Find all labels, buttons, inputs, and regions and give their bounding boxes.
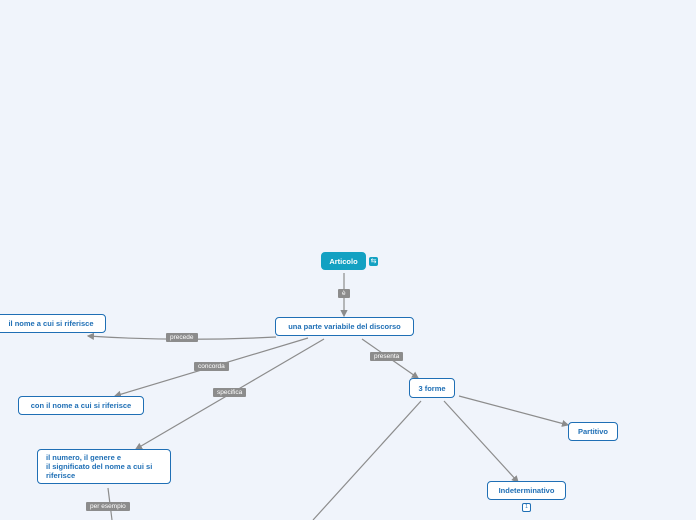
- node-parte-variabile[interactable]: una parte variabile del discorso: [275, 317, 414, 336]
- node-articolo-label: Articolo: [329, 256, 358, 266]
- node-parte-variabile-label: una parte variabile del discorso: [288, 322, 401, 331]
- node-partitivo[interactable]: Partitivo: [568, 422, 618, 441]
- node-numero-genere[interactable]: il numero, il genere e il significato de…: [37, 449, 171, 484]
- edge-label-precede: precede: [166, 333, 198, 342]
- node-tre-forme-label: 3 forme: [418, 383, 446, 393]
- collapse-badge-icon[interactable]: 1: [522, 503, 531, 512]
- node-nome-riferisce-label: il nome a cui si riferisce: [8, 319, 94, 328]
- edge-label-per-esempio: per esempio: [86, 502, 130, 511]
- collapse-count: 1: [525, 504, 528, 510]
- node-numero-genere-label: il numero, il genere e il significato de…: [46, 453, 153, 480]
- edge-tre-forme-to-partitivo: [458, 395, 570, 427]
- node-indeterminativo[interactable]: Indeterminativo: [487, 481, 566, 500]
- edge-tre-forme-offscreen: [312, 400, 422, 520]
- node-nome-riferisce[interactable]: il nome a cui si riferisce: [0, 314, 106, 333]
- node-articolo[interactable]: Articolo: [321, 252, 366, 270]
- link-icon[interactable]: ⇆: [369, 257, 378, 266]
- node-con-nome-label: con il nome a cui si riferisce: [30, 401, 132, 410]
- edge-tre-forme-to-indeterminativo: [443, 400, 519, 483]
- edge-label-concorda: concorda: [194, 362, 229, 371]
- node-tre-forme[interactable]: 3 forme: [409, 378, 455, 398]
- node-indeterminativo-label: Indeterminativo: [498, 486, 555, 495]
- node-partitivo-label: Partitivo: [577, 427, 608, 436]
- edge-label-specifica: specifica: [213, 388, 247, 397]
- edge-label-e: è: [338, 289, 350, 298]
- edge-label-presenta: presenta: [370, 352, 404, 361]
- node-con-nome[interactable]: con il nome a cui si riferisce: [18, 396, 144, 415]
